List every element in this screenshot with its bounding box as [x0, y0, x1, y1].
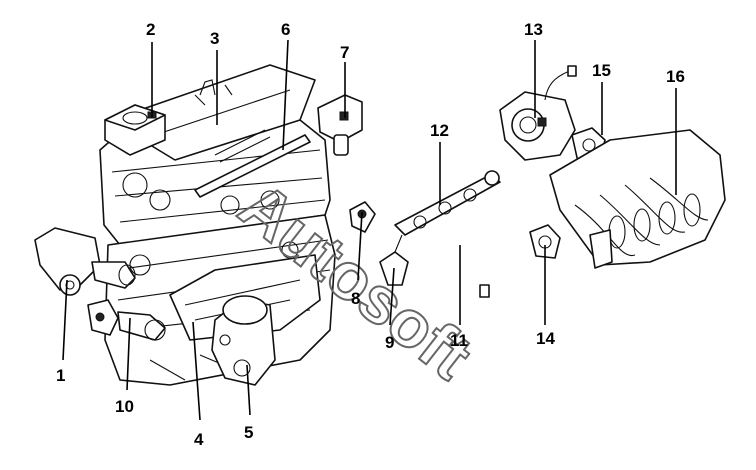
callout-7: 7: [340, 43, 349, 62]
leader-5: [246, 364, 251, 416]
leader-10: [126, 317, 131, 391]
callout-12: 12: [430, 121, 449, 140]
callout-2: 2: [146, 20, 155, 39]
callout-11: 11: [450, 331, 468, 350]
callout-9: 9: [385, 333, 394, 352]
callout-3: 3: [210, 29, 219, 48]
callout-16: 16: [666, 67, 685, 86]
leader-1: [62, 279, 68, 361]
callout-4: 4: [194, 430, 204, 449]
callout-13: 13: [524, 20, 543, 39]
dipstick-tube: [194, 129, 311, 198]
throttle-body: [499, 65, 577, 161]
thermostat-housing: [211, 295, 276, 386]
callout-14: 14: [536, 329, 555, 348]
leader-8: [357, 211, 363, 281]
leader-6: [282, 39, 289, 151]
leader-4: [192, 321, 201, 421]
water-pump: [34, 227, 136, 296]
callout-6: 6: [281, 20, 290, 39]
leader-lines: [62, 39, 677, 421]
fuel-rail: [394, 170, 501, 236]
callout-5: 5: [244, 423, 253, 442]
intake-manifold: [549, 129, 726, 269]
callout-1: 1: [56, 366, 65, 385]
fuel-hose: [404, 236, 490, 298]
manifold-gasket: [529, 224, 561, 259]
leader-9: [389, 267, 395, 326]
callout-8: 8: [351, 289, 360, 308]
callout-10: 10: [115, 397, 134, 416]
callout-15: 15: [592, 61, 611, 80]
callout-labels: 1 2 3 4 5 6 7 8 9 10 11 12 13 14 15 16: [56, 20, 685, 449]
